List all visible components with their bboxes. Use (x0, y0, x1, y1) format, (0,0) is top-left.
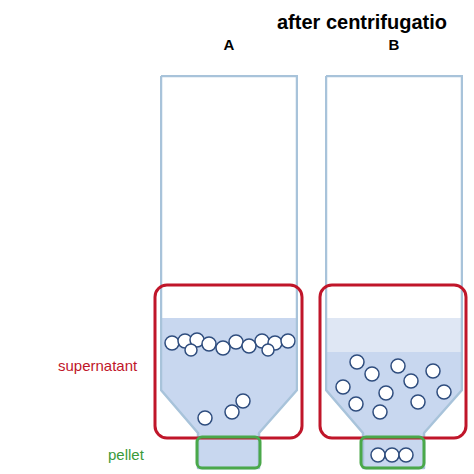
liquid (160, 318, 297, 468)
liquid (325, 352, 462, 468)
beads (165, 333, 451, 462)
tube-outline (160, 75, 298, 470)
tube-outline (325, 75, 463, 470)
liquid-top (325, 318, 462, 352)
figure-title: after centrifugatio (277, 10, 447, 34)
pellet-box (197, 437, 260, 468)
pellet-box (361, 437, 424, 468)
supernatant-box (155, 285, 302, 438)
region-label: pellet (108, 446, 144, 464)
tube-label: B (325, 35, 463, 55)
tube-label: A (160, 35, 298, 55)
centrifuge-tube: B (325, 45, 463, 470)
tube-wall (161, 76, 297, 468)
centrifuge-tube: A (160, 45, 298, 470)
supernatant-box (320, 285, 466, 438)
region-label: supernatant (58, 357, 137, 375)
tube-wall (326, 76, 462, 468)
